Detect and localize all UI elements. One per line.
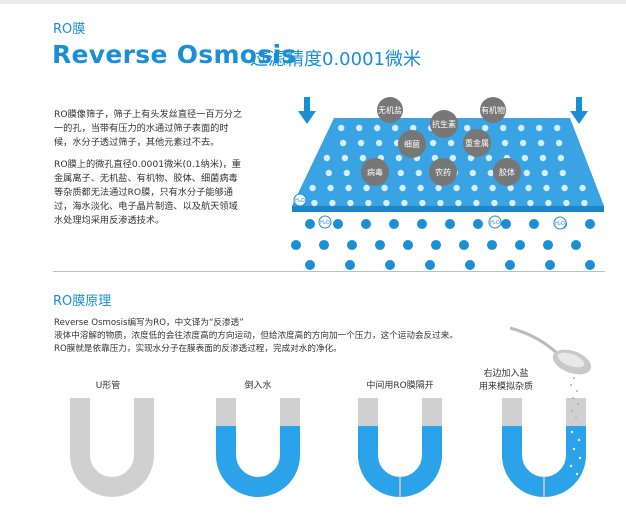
water-molecule-icon: [305, 260, 315, 270]
u-tube-membrane: [358, 398, 442, 497]
water-molecule-icon: [571, 240, 581, 250]
water-molecule-labeled: H₂O: [553, 216, 567, 230]
top-bar: [0, 0, 626, 4]
label-inorganic-salt: 无机盐: [378, 105, 402, 115]
pressure-arrow-left-icon: [298, 97, 316, 124]
water-molecule-icon: [347, 240, 357, 250]
step-caption-add-salt-line1: 右边加入盐: [483, 369, 529, 379]
water-molecule-icon: [465, 260, 475, 270]
u-tube-salt: [502, 398, 586, 497]
u-tube-water: [216, 398, 300, 497]
water-molecule-icon: [375, 240, 385, 250]
water-molecule-icon: [385, 260, 395, 270]
water-molecule-labeled: H₂O: [488, 215, 502, 229]
label-organic: 有机物: [481, 105, 505, 115]
water-molecule-icon: [333, 219, 343, 229]
label-virus: 病毒: [367, 167, 383, 177]
water-molecule-icon: [403, 240, 413, 250]
step-caption-add-salt-line2: 用来模拟杂质: [478, 382, 533, 392]
step-caption-add-salt: 右边加入盐 用来模拟杂质: [466, 368, 546, 394]
water-molecule-icon: [543, 240, 553, 250]
u-tube-empty: [70, 398, 154, 497]
water-molecule-icon: [459, 240, 469, 250]
water-label: H₂O: [555, 221, 565, 227]
water-molecule-icon: [473, 219, 483, 229]
principle-line-2: 液体中溶解的物质，浓度低的会往浓度高的方向运动，但给浓度高的方向加一个压力，这个…: [54, 331, 458, 341]
intro-paragraph-1: RO膜像筛子，筛子上有头发丝直径一百万分之一的孔，当带有压力的水通过筛子表面的时…: [54, 109, 243, 148]
step-caption-pour-water: 倒入水: [244, 381, 272, 391]
page-subtitle: 过滤精度0.0001微米: [250, 49, 421, 70]
water-label: H₂O: [295, 198, 305, 204]
water-molecule-icon: [431, 240, 441, 250]
step-caption-u-tube: U形管: [95, 381, 121, 391]
principle-line-1: Reverse Osmosis编写为RO，中文译为“反渗透”: [54, 318, 244, 328]
contaminant-balls: 无机盐 有机物 抗生素 细菌 重金属 病毒 农药 胶体: [361, 97, 521, 186]
pressure-arrow-right-icon: [570, 97, 588, 124]
water-molecule-icon: [291, 240, 301, 250]
water-molecule-icon: [319, 240, 329, 250]
water-molecule-icon: [487, 240, 497, 250]
water-molecule-icon: [585, 260, 595, 270]
label-colloid: 胶体: [499, 167, 515, 177]
water-molecule-labeled: H₂O: [318, 215, 332, 229]
water-molecule-icon: [501, 219, 511, 229]
principle-line-3: RO膜就是依靠压力，实现水分子在膜表面的反渗透过程，完成对水的净化。: [54, 344, 342, 354]
water-molecules: H₂O H₂O H₂O H₂O: [291, 193, 595, 270]
water-molecule-icon: [445, 219, 455, 229]
label-heavy-metal: 重金属: [465, 138, 489, 148]
label-bacteria: 细菌: [404, 139, 420, 149]
page-title: Reverse Osmosis: [52, 40, 297, 69]
water-molecule-icon: [417, 219, 427, 229]
principle-title: RO膜原理: [53, 294, 112, 309]
water-molecule-icon: [425, 260, 435, 270]
section-label: RO膜: [53, 22, 86, 37]
water-molecule-icon: [545, 260, 555, 270]
water-molecule-icon: [529, 219, 539, 229]
step-caption-membrane: 中间用RO膜隔开: [366, 381, 434, 391]
water-molecule-icon: [515, 240, 525, 250]
water-molecule-icon: [505, 260, 515, 270]
section-divider: [53, 271, 605, 272]
label-pesticide: 农药: [435, 167, 451, 177]
water-molecule-icon: [305, 219, 315, 229]
water-molecule-icon: [389, 219, 399, 229]
principle-text: Reverse Osmosis编写为RO，中文译为“反渗透” 液体中溶解的物质，…: [54, 317, 614, 356]
label-antibiotic: 抗生素: [432, 119, 456, 129]
water-molecule-icon: [361, 219, 371, 229]
water-molecule-icon: [585, 219, 595, 229]
intro-paragraph-2: RO膜上的微孔直径0.0001微米(0.1纳米)，重金属离子、无机盐、有机物、胶…: [54, 159, 241, 226]
water-molecule-labeled: H₂O: [293, 193, 307, 207]
water-molecule-icon: [345, 260, 355, 270]
salt-spoon-icon: [509, 326, 592, 419]
water-label: H₂O: [490, 220, 500, 226]
water-label: H₂O: [320, 220, 330, 226]
